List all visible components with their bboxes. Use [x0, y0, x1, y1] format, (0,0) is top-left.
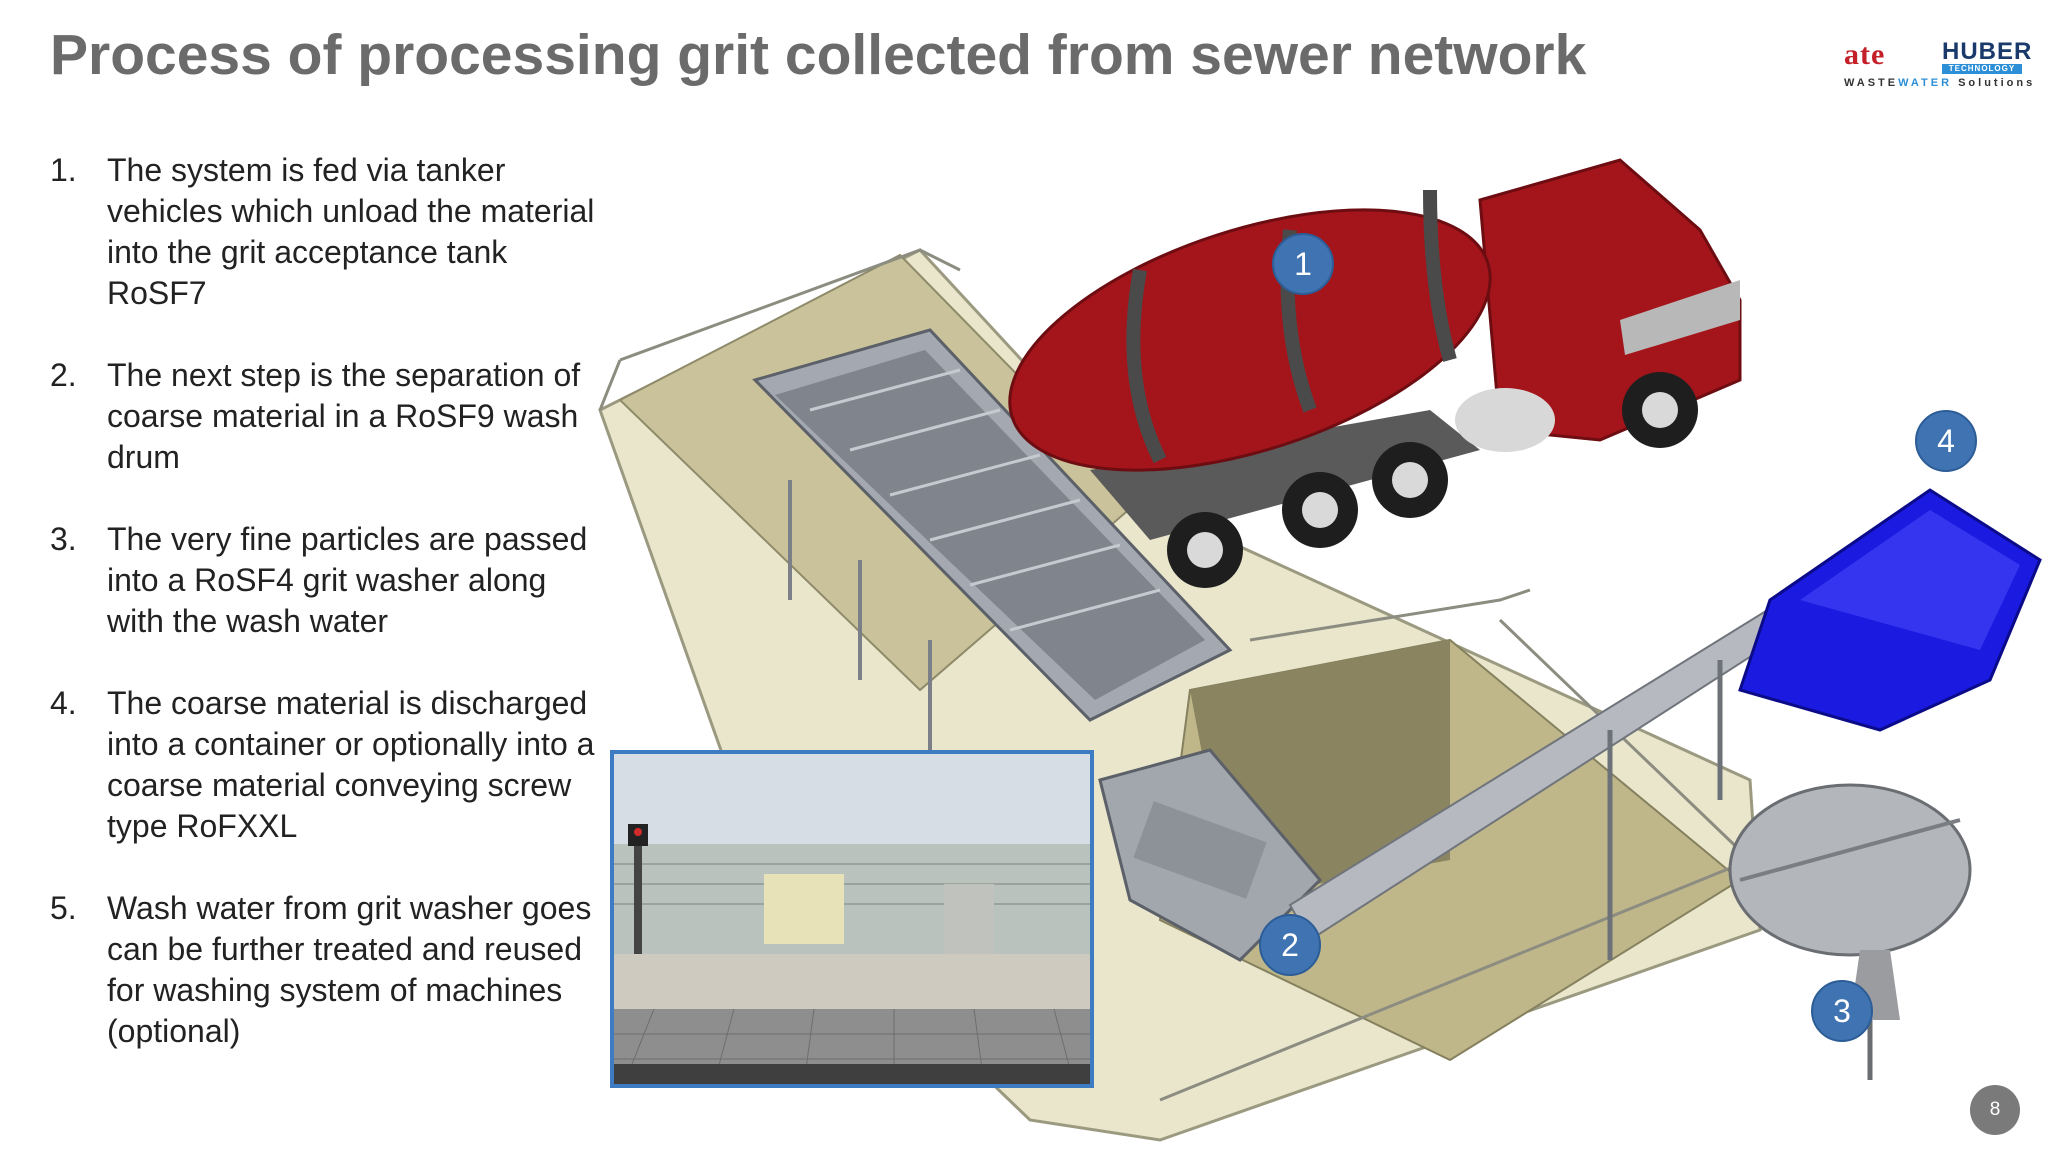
logo-ate-text: ate — [1844, 38, 1886, 71]
step-text: The coarse material is discharged into a… — [107, 685, 595, 844]
step-marker-4: 4 — [1915, 410, 1977, 472]
grit-washer — [1728, 783, 1972, 957]
logo-huber-text: HUBER — [1942, 38, 2033, 65]
tanker-truck — [1008, 158, 1742, 588]
step-number: 3. — [50, 521, 77, 557]
step-text: The very fine particles are passed into … — [107, 521, 588, 639]
process-step: 2. The next step is the separation of coa… — [50, 355, 610, 478]
tanker-tank — [1008, 208, 1492, 472]
step-text: The system is fed via tanker vehicles wh… — [107, 152, 595, 311]
railings — [598, 248, 1752, 1102]
process-step: 5. Wash water from grit washer goes can b… — [50, 888, 610, 1052]
step-number: 1. — [50, 152, 77, 188]
page-number: 8 — [1970, 1085, 2020, 1135]
step-text: The next step is the separation of coars… — [107, 357, 581, 475]
step-marker-2: 2 — [1259, 914, 1321, 976]
logo-tagline: WASTEWATER Solutions — [1844, 77, 2036, 89]
step-text: Wash water from grit washer goes can be … — [107, 890, 592, 1049]
plant-photo — [610, 750, 1094, 1088]
step-number: 5. — [50, 890, 77, 926]
process-step: 4. The coarse material is discharged into… — [50, 683, 610, 847]
process-step: 1. The system is fed via tanker vehicles … — [50, 150, 610, 314]
logo-technology-text: TECHNOLOGY — [1942, 64, 2022, 74]
step-number: 4. — [50, 685, 77, 721]
step-marker-1: 1 — [1272, 233, 1334, 295]
step-number: 2. — [50, 357, 77, 393]
slide-title: Process of processing grit collected fro… — [50, 23, 1587, 87]
process-step: 3. The very fine particles are passed int… — [50, 519, 610, 642]
step-marker-3: 3 — [1811, 980, 1873, 1042]
company-logo: ate HUBER TECHNOLOGY WASTEWATER Solution… — [1836, 34, 2036, 94]
process-steps-list: 1. The system is fed via tanker vehicles … — [50, 150, 610, 1093]
